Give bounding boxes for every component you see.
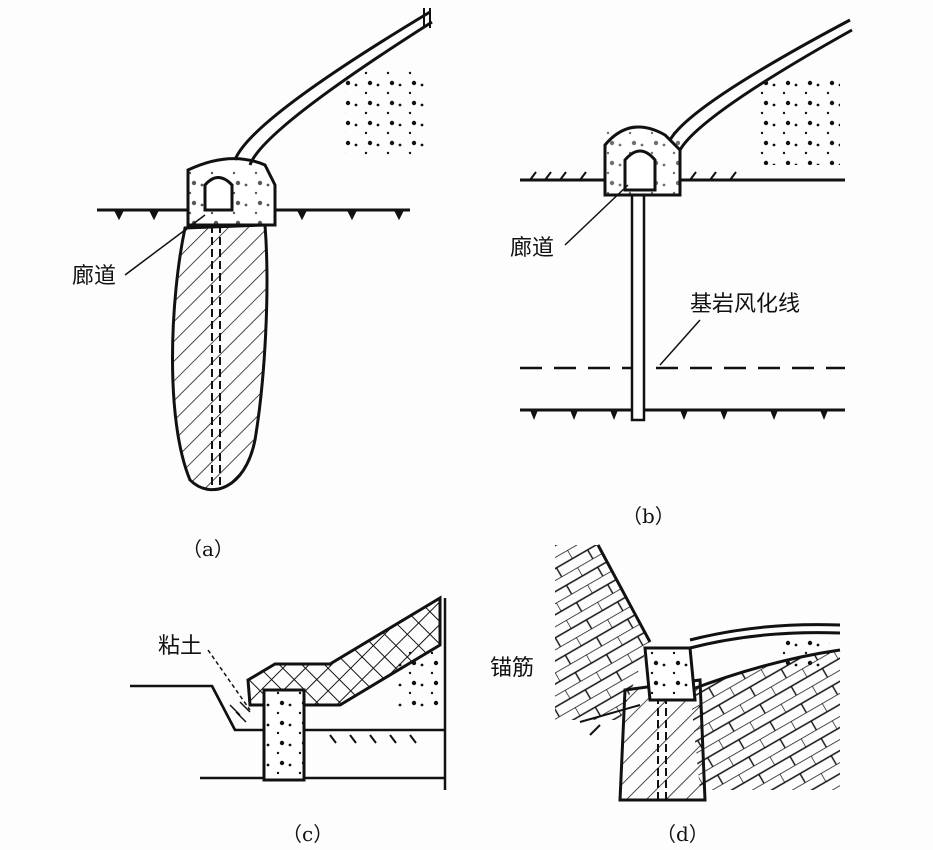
panel-a-gallery-label: 廊道 xyxy=(72,264,117,289)
panel-a xyxy=(97,8,433,491)
panel-d-anchor-label: 锚筋 xyxy=(490,656,535,681)
panel-c xyxy=(130,595,447,790)
panel-c-clay-label: 粘土 xyxy=(158,634,203,659)
panel-b-caption: （b） xyxy=(622,504,675,528)
panel-b-gallery-label: 廊道 xyxy=(510,236,555,261)
panel-b-weathering-line-label: 基岩风化线 xyxy=(690,292,801,317)
panel-b xyxy=(520,18,853,422)
panel-d-caption: （d） xyxy=(656,822,709,846)
panel-d xyxy=(555,544,841,802)
panel-c-caption: （c） xyxy=(282,822,334,846)
panel-a-caption: （a） xyxy=(182,537,234,561)
